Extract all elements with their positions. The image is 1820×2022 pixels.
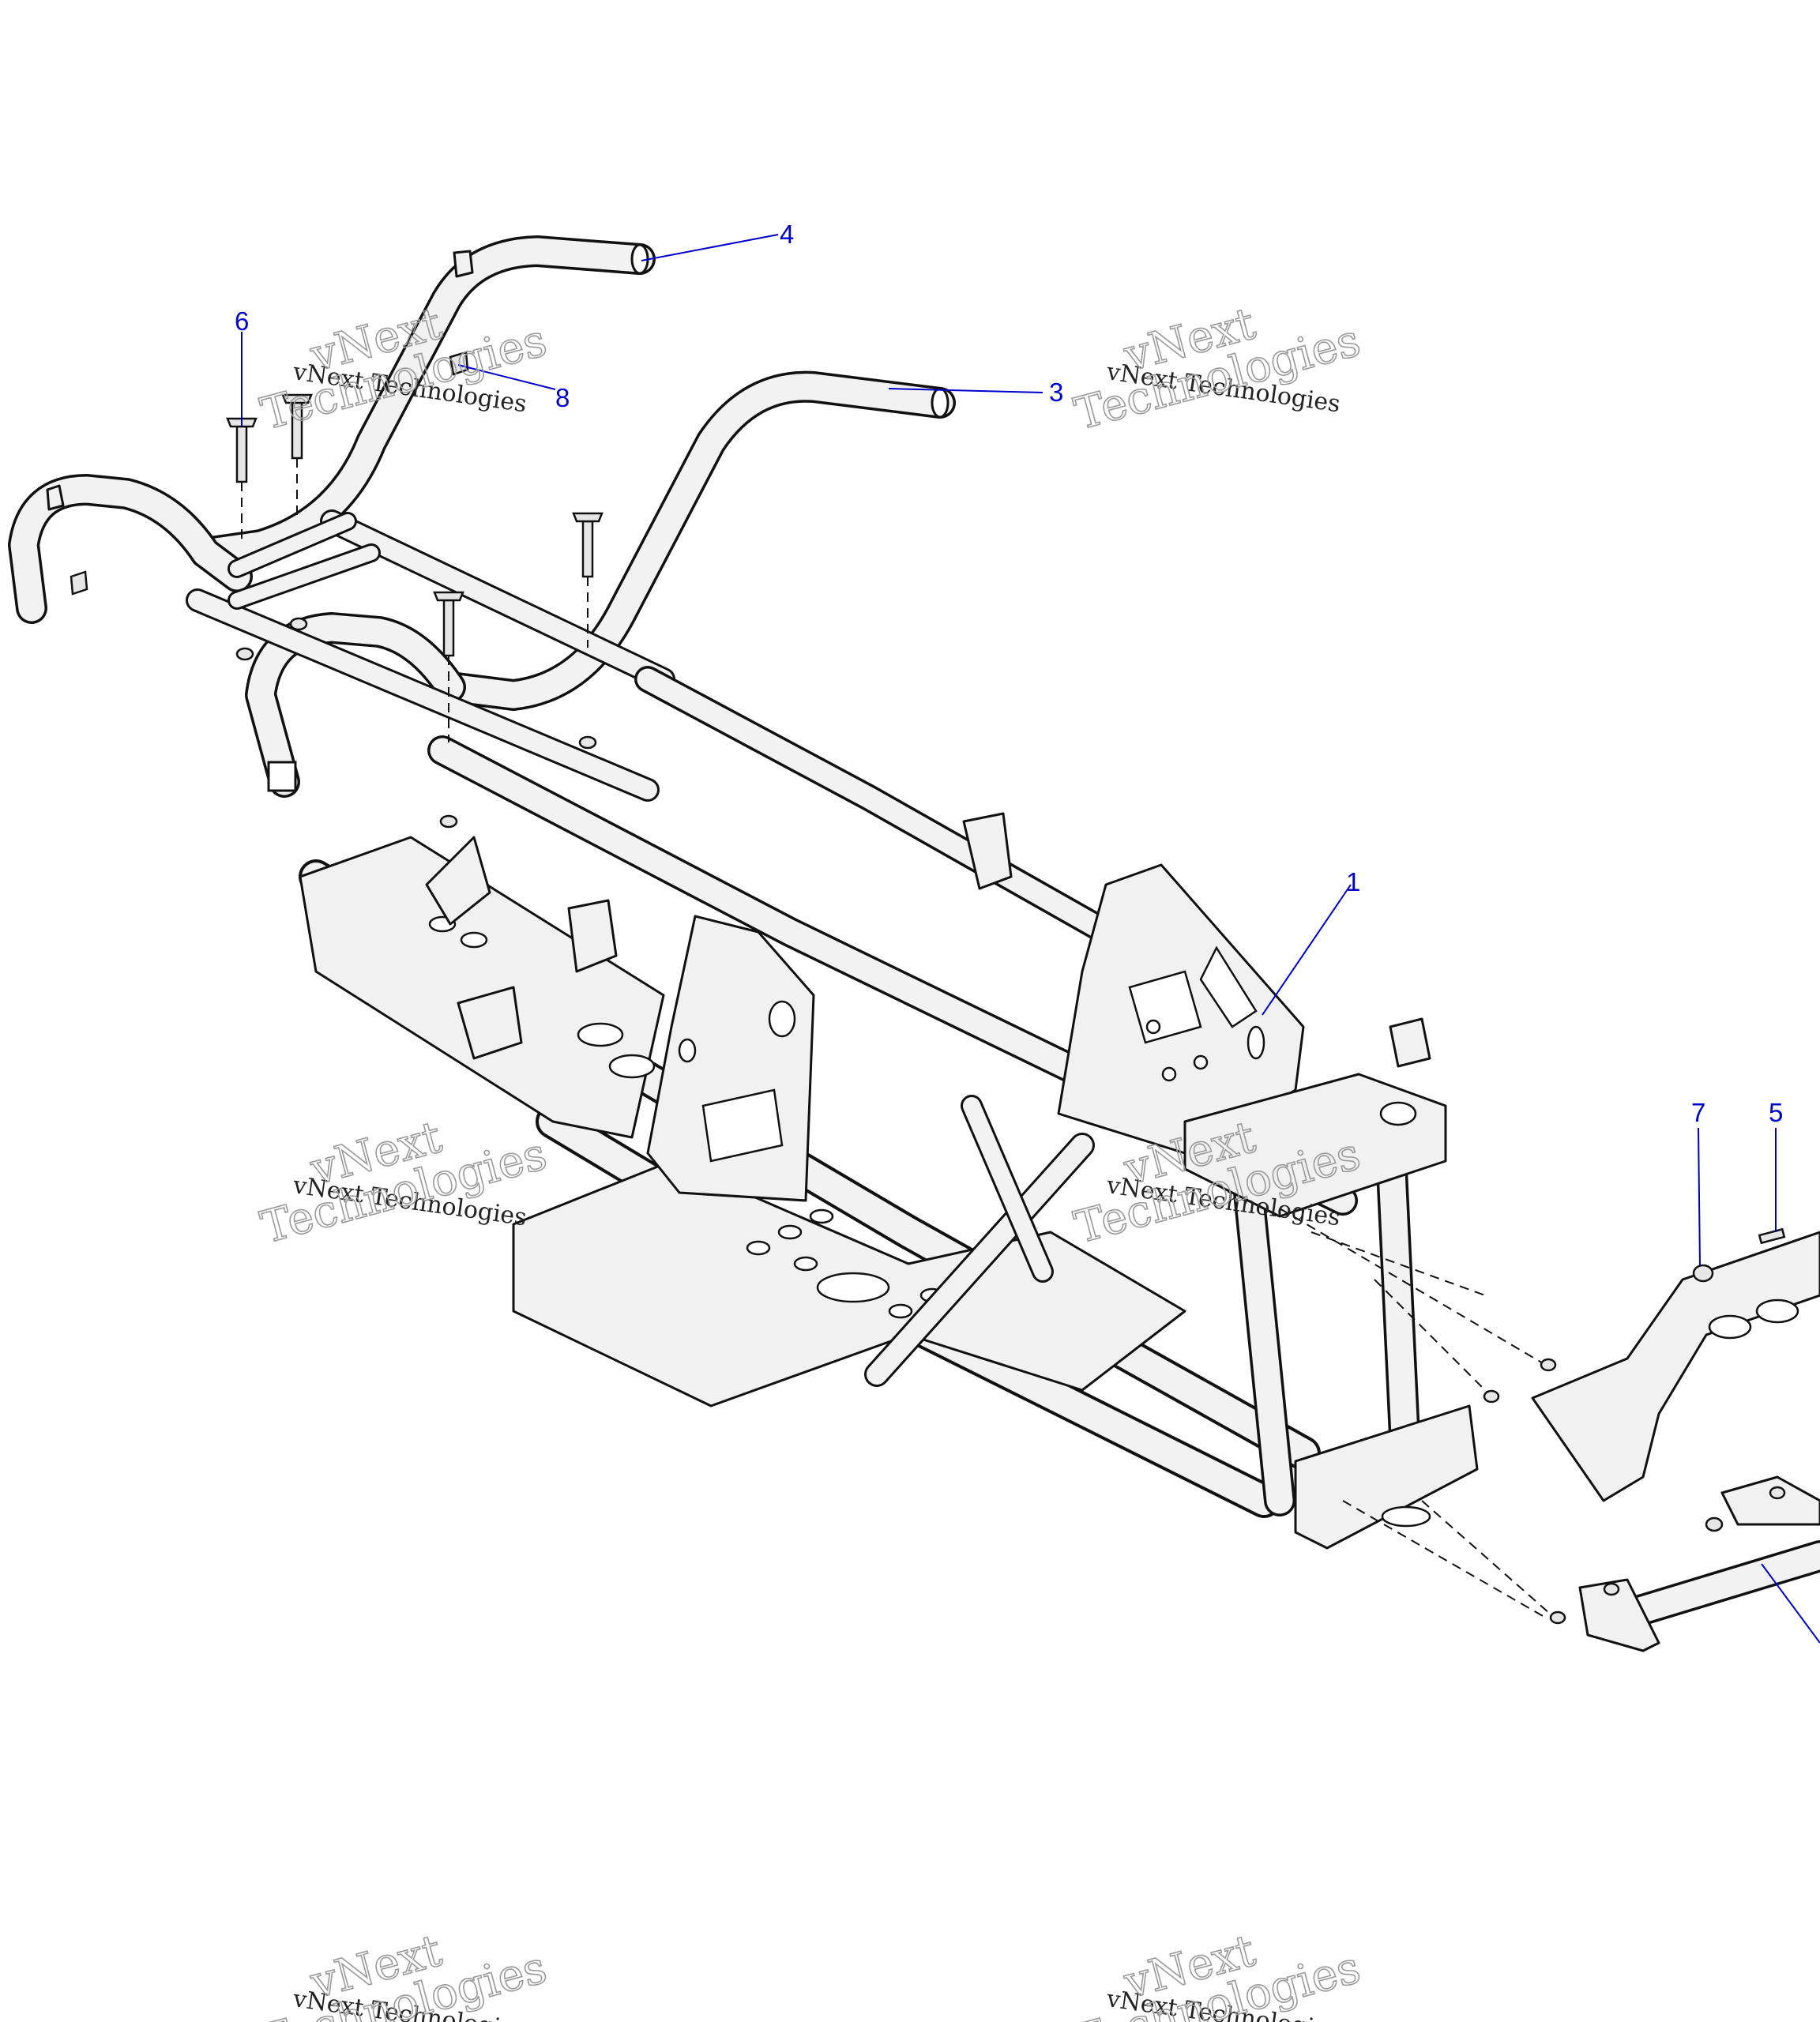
- upper-cross-members: [186, 509, 675, 802]
- right-side-loop-rail: [245, 612, 466, 798]
- callout-1[interactable]: 1: [1346, 867, 1360, 896]
- left-side-loop-rail: [8, 474, 253, 624]
- callout-4[interactable]: 4: [780, 220, 794, 249]
- callout-6[interactable]: 6: [235, 306, 249, 336]
- rear-subframe-partial: [1531, 1231, 1820, 1652]
- bolts-and-nuts: [70, 351, 1786, 1625]
- callout-3[interactable]: 3: [1049, 378, 1063, 407]
- leader-lines: [241, 234, 1820, 1644]
- callouts: 1 3 4 5 6 7 8: [235, 220, 1783, 1127]
- callout-5[interactable]: 5: [1769, 1098, 1783, 1127]
- upper-rear-rail-part-4: [190, 235, 656, 569]
- callout-7[interactable]: 7: [1691, 1098, 1705, 1127]
- watermarks: vNext Technologies vNext Technologies vN…: [255, 297, 1366, 2022]
- upper-front-rail-part-3: [434, 370, 956, 711]
- callout-8[interactable]: 8: [555, 383, 570, 412]
